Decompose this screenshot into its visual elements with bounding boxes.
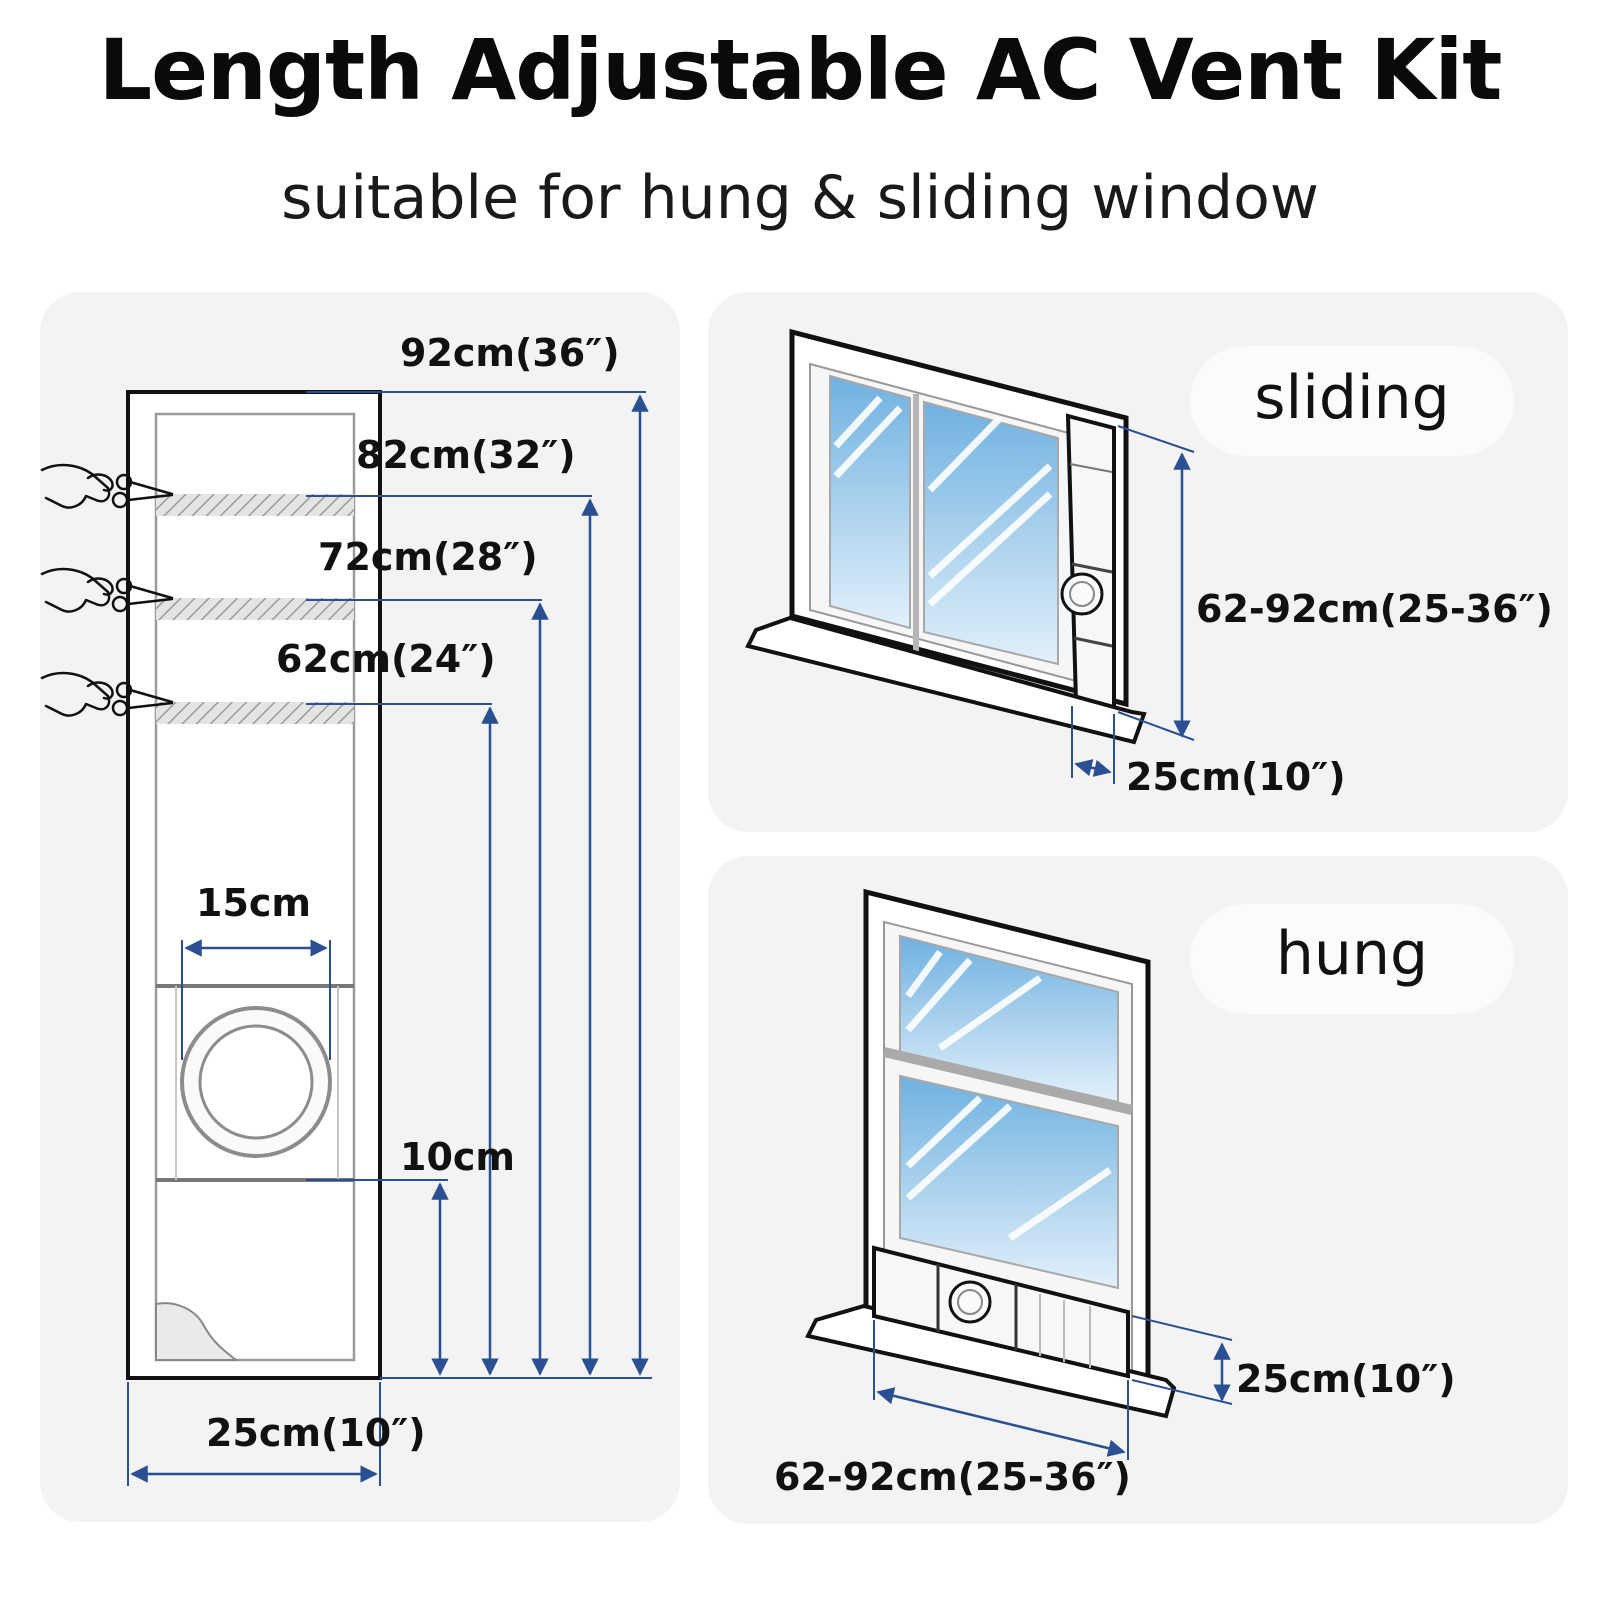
sliding-width-dimension bbox=[1071, 706, 1115, 784]
kit-width-label: 25cm(10″) bbox=[206, 1411, 426, 1455]
offset-label: 10cm bbox=[400, 1135, 516, 1179]
sliding-height-dimension bbox=[1117, 425, 1195, 741]
scissors-icon bbox=[40, 671, 174, 717]
page-subtitle: suitable for hung & sliding window bbox=[281, 163, 1319, 233]
hung-width-dimension bbox=[1131, 1315, 1233, 1405]
hung-width-label: 25cm(10″) bbox=[1236, 1357, 1456, 1401]
cut-line-62 bbox=[156, 702, 492, 724]
sliding-window-illustration bbox=[745, 328, 1147, 745]
scissors-icon bbox=[40, 463, 174, 509]
length-82-label: 82cm(32″) bbox=[356, 433, 576, 477]
length-72-label: 72cm(28″) bbox=[318, 535, 538, 579]
peel-corner-icon bbox=[155, 1302, 239, 1361]
hole-width-dimension bbox=[181, 939, 331, 1060]
sliding-label: sliding bbox=[1190, 346, 1514, 456]
hung-length-dimension bbox=[873, 1320, 1129, 1460]
hose-connector-hole bbox=[156, 984, 354, 1182]
kit-width-dimension bbox=[127, 1382, 381, 1486]
hung-label: hung bbox=[1190, 904, 1514, 1014]
sliding-width-label: 25cm(10″) bbox=[1126, 755, 1346, 799]
length-92-label: 92cm(36″) bbox=[400, 331, 620, 375]
scissors-icon bbox=[40, 567, 174, 613]
sliding-height-label: 62-92cm(25-36″) bbox=[1196, 587, 1553, 631]
vent-kit-board bbox=[126, 390, 382, 1380]
cut-line-72 bbox=[156, 598, 542, 620]
hung-length-label: 62-92cm(25-36″) bbox=[774, 1455, 1131, 1499]
cut-line-82 bbox=[156, 494, 592, 516]
page-title: Length Adjustable AC Vent Kit bbox=[98, 21, 1503, 119]
hung-window-illustration bbox=[805, 888, 1177, 1419]
hole-width-label: 15cm bbox=[196, 881, 312, 925]
length-62-label: 62cm(24″) bbox=[276, 637, 496, 681]
length-dimension-lines bbox=[306, 391, 652, 1379]
